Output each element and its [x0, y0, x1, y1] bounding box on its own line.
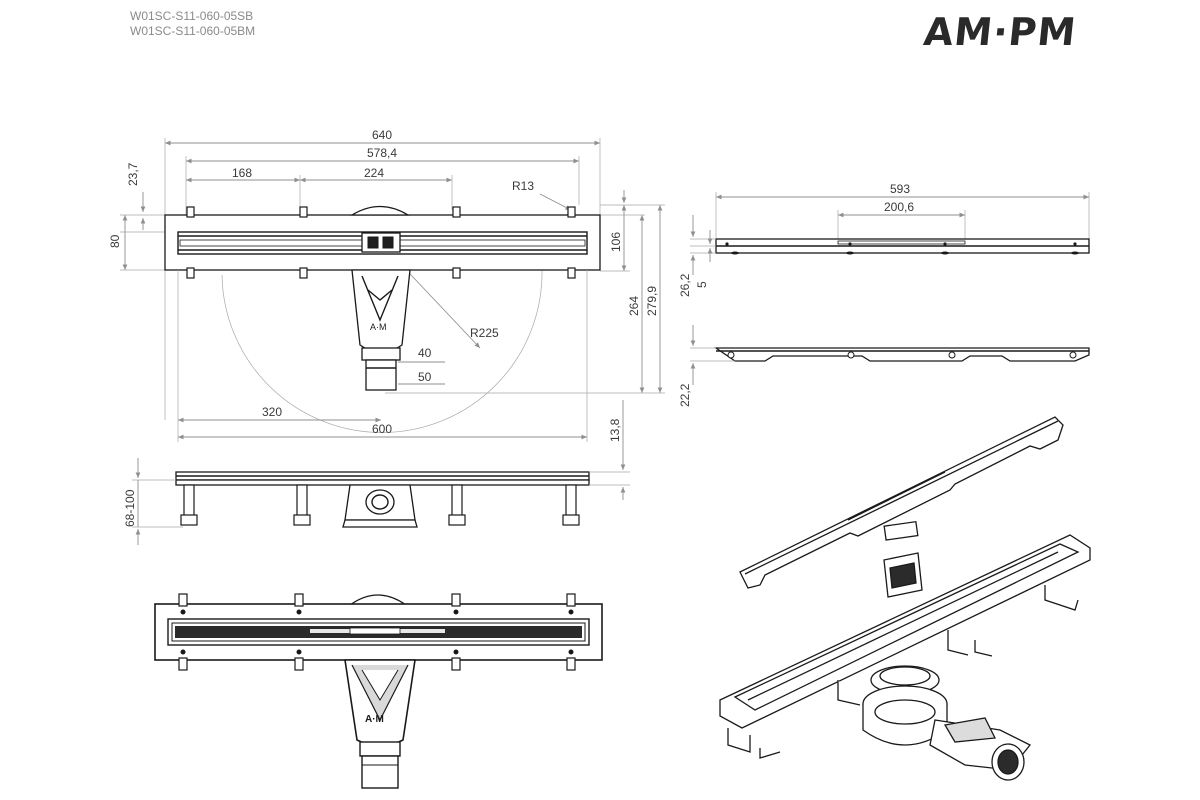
- dim-200-6: 200,6: [884, 200, 914, 214]
- dim-578-4: 578,4: [367, 146, 397, 160]
- product-codes: W01SC-S11-060-05SB W01SC-S11-060-05BM: [130, 9, 255, 39]
- product-code-sb: W01SC-S11-060-05SB: [130, 9, 254, 23]
- dim-r225: R225: [470, 326, 499, 340]
- dim-68-100: 68-100: [123, 489, 137, 527]
- dim-13-8: 13,8: [608, 418, 622, 442]
- dim-40: 40: [418, 346, 432, 360]
- dim-23-7: 23,7: [126, 162, 140, 186]
- dim-168: 168: [232, 166, 252, 180]
- dim-5: 5: [695, 281, 709, 288]
- side-view: 13,8 68-100: [123, 400, 630, 545]
- dim-106: 106: [609, 232, 623, 252]
- product-code-bm: W01SC-S11-060-05BM: [130, 24, 256, 38]
- dim-224: 224: [364, 166, 384, 180]
- svg-text:A·M: A·M: [365, 714, 384, 725]
- dim-600: 600: [372, 422, 392, 436]
- dim-640: 640: [372, 128, 392, 142]
- dim-80: 80: [108, 234, 122, 248]
- dim-26-2: 26,2: [678, 273, 692, 297]
- svg-text:A·M: A·M: [370, 322, 387, 332]
- dim-279-9: 279,9: [645, 286, 659, 316]
- drain-channel: [177, 231, 588, 255]
- dim-264: 264: [627, 296, 641, 316]
- isometric-view: [719, 416, 1091, 781]
- dim-r13: R13: [512, 179, 534, 193]
- top-view: 640 578,4 168 224 R13 23,7 80 106: [108, 128, 665, 442]
- grate-side-view: 22,2: [678, 325, 1090, 407]
- dim-22-2: 22,2: [678, 383, 692, 407]
- dim-320: 320: [262, 405, 282, 419]
- grate-top-view: 593 200,6 26,2 5: [678, 182, 1090, 297]
- bottom-view: A·M: [154, 593, 603, 789]
- dim-593: 593: [890, 182, 910, 196]
- dim-50: 50: [418, 370, 432, 384]
